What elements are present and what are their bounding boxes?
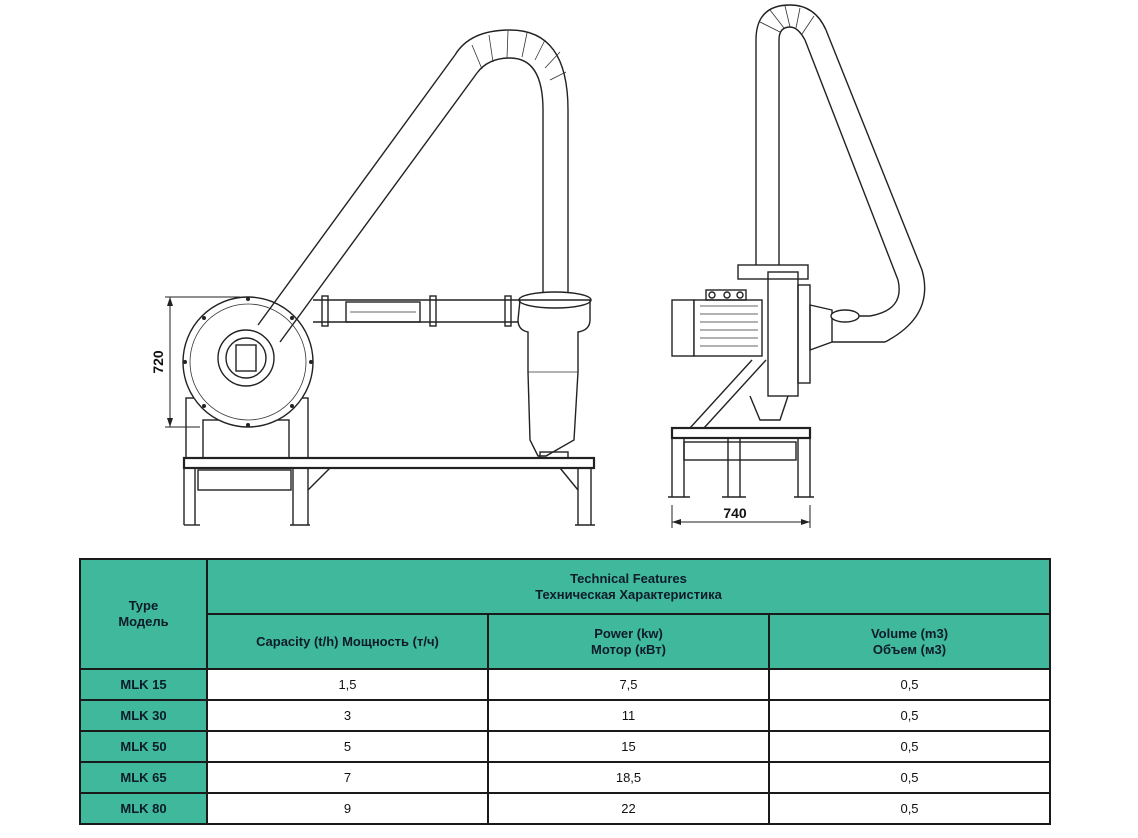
- row-capacity: 7: [206, 761, 489, 794]
- row-volume: 0,5: [767, 730, 1052, 763]
- side-view-drawing: [668, 4, 926, 528]
- power-header-en: Power (kw): [594, 625, 663, 641]
- group-header-en: Technical Features: [570, 570, 687, 586]
- power-header: Power (kw) Мотор (кВт): [487, 613, 770, 670]
- type-header-ru: Модель: [118, 614, 169, 629]
- row-power: 7,5: [487, 668, 770, 701]
- technical-features-header: Technical Features Техническая Характери…: [205, 558, 1052, 615]
- row-type: MLK 80: [79, 792, 208, 825]
- row-type: MLK 65: [79, 761, 208, 794]
- row-type: MLK 15: [79, 668, 208, 701]
- row-volume: 0,5: [767, 792, 1052, 825]
- table-row: MLK 80 9 22 0,5: [79, 792, 1052, 825]
- capacity-header-label: Capacity (t/h) Мощность (т/ч): [256, 633, 439, 649]
- volume-header-ru: Объем (м3): [872, 641, 947, 657]
- row-capacity: 9: [206, 792, 489, 825]
- front-view-drawing: [165, 29, 596, 526]
- power-header-ru: Мотор (кВт): [591, 641, 666, 657]
- table-row: MLK 65 7 18,5 0,5: [79, 761, 1052, 794]
- group-header-ru: Техническая Характеристика: [535, 586, 722, 602]
- row-power: 11: [487, 699, 770, 732]
- table-row: MLK 15 1,5 7,5 0,5: [79, 668, 1052, 701]
- row-power: 22: [487, 792, 770, 825]
- row-volume: 0,5: [767, 761, 1052, 794]
- dimension-height-label: 720: [150, 350, 166, 374]
- table-row: MLK 50 5 15 0,5: [79, 730, 1052, 763]
- technical-drawing: 720 740: [150, 4, 926, 528]
- row-type: MLK 50: [79, 730, 208, 763]
- row-power: 18,5: [487, 761, 770, 794]
- type-header-en: Type: [128, 598, 159, 613]
- row-volume: 0,5: [767, 668, 1052, 701]
- row-volume: 0,5: [767, 699, 1052, 732]
- dimension-width-label: 740: [723, 505, 747, 521]
- row-type: MLK 30: [79, 699, 208, 732]
- row-capacity: 5: [206, 730, 489, 763]
- volume-header: Volume (m3) Объем (м3): [767, 613, 1052, 670]
- row-power: 15: [487, 730, 770, 763]
- capacity-header: Capacity (t/h) Мощность (т/ч): [206, 613, 489, 670]
- volume-header-en: Volume (m3): [870, 625, 949, 641]
- technical-features-table: Type Модель Technical Features Техническ…: [79, 558, 1052, 825]
- row-capacity: 3: [206, 699, 489, 732]
- row-capacity: 1,5: [206, 668, 489, 701]
- table-row: MLK 30 3 11 0,5: [79, 699, 1052, 732]
- type-header-cell: Type Модель: [79, 558, 208, 670]
